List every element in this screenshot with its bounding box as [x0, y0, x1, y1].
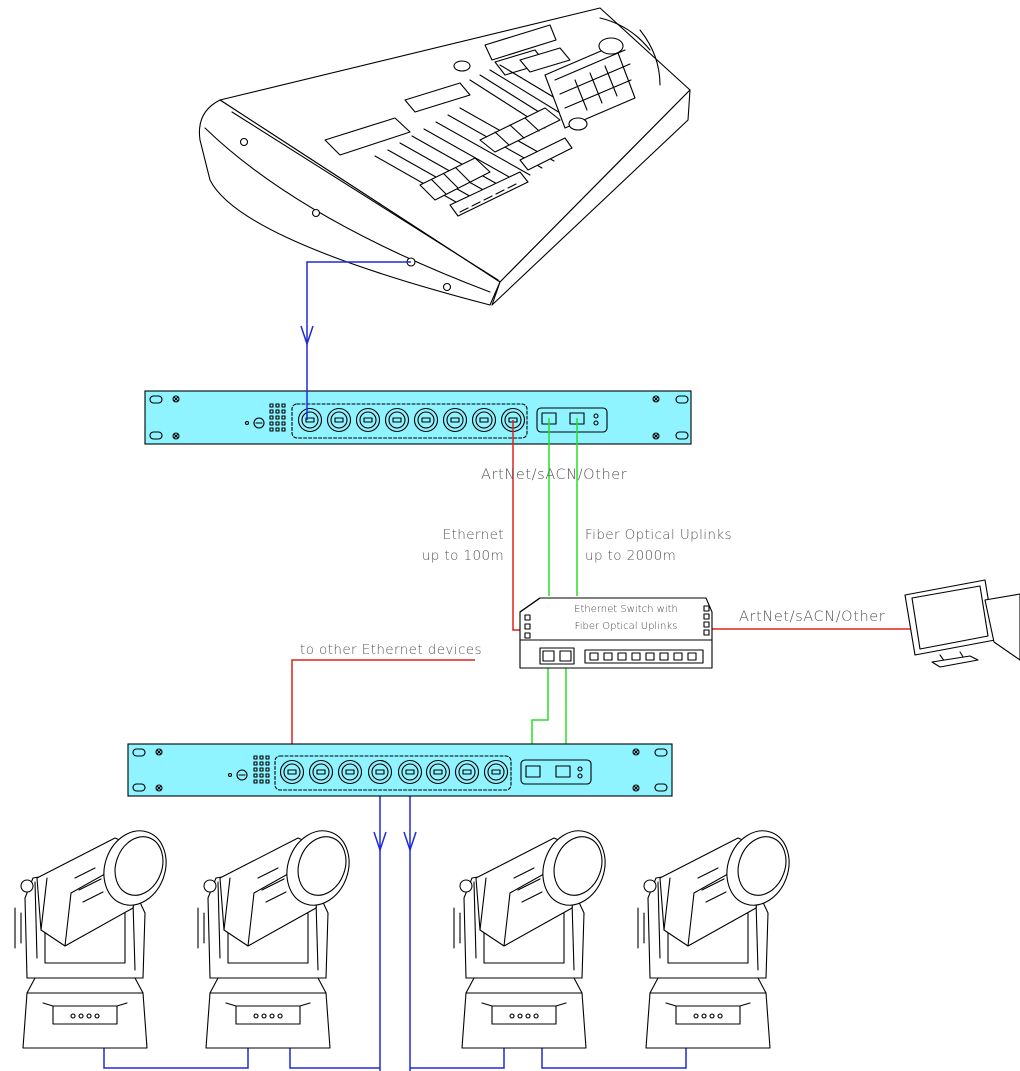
other-devices-label: to other Ethernet devices	[300, 642, 482, 658]
protocol-label-top: ArtNet/sACN/Other	[481, 467, 627, 483]
fiber-label-line1: Fiber Optical Uplinks	[585, 527, 732, 543]
moving-head-icon	[14, 821, 177, 1049]
ethernet-link-top	[512, 420, 520, 631]
lighting-console-icon	[198, 7, 691, 306]
fiber-link-top	[548, 418, 578, 596]
ethernet-switch-icon	[519, 597, 713, 669]
moving-head-icon	[637, 821, 800, 1049]
ethernet-link-other	[291, 659, 475, 772]
dmx-link-fixtures	[103, 772, 687, 1071]
switch-label-line1: Ethernet Switch with	[574, 604, 678, 615]
dmx-link-console	[300, 261, 411, 420]
protocol-label-monitor: ArtNet/sACN/Other	[739, 609, 885, 625]
monitor-icon	[904, 579, 1020, 668]
switch-label-line2: Fiber Optical Uplinks	[575, 621, 678, 632]
moving-head-icon	[197, 821, 360, 1049]
rack-node-bottom	[127, 743, 673, 797]
ethernet-label-line1: Ethernet	[443, 527, 504, 543]
fiber-label-line2: up to 2000m	[585, 548, 676, 564]
ethernet-label-line2: up to 100m	[422, 548, 504, 564]
moving-head-icon	[453, 821, 616, 1049]
rack-node-top	[144, 390, 692, 445]
rack-panel	[127, 743, 673, 797]
